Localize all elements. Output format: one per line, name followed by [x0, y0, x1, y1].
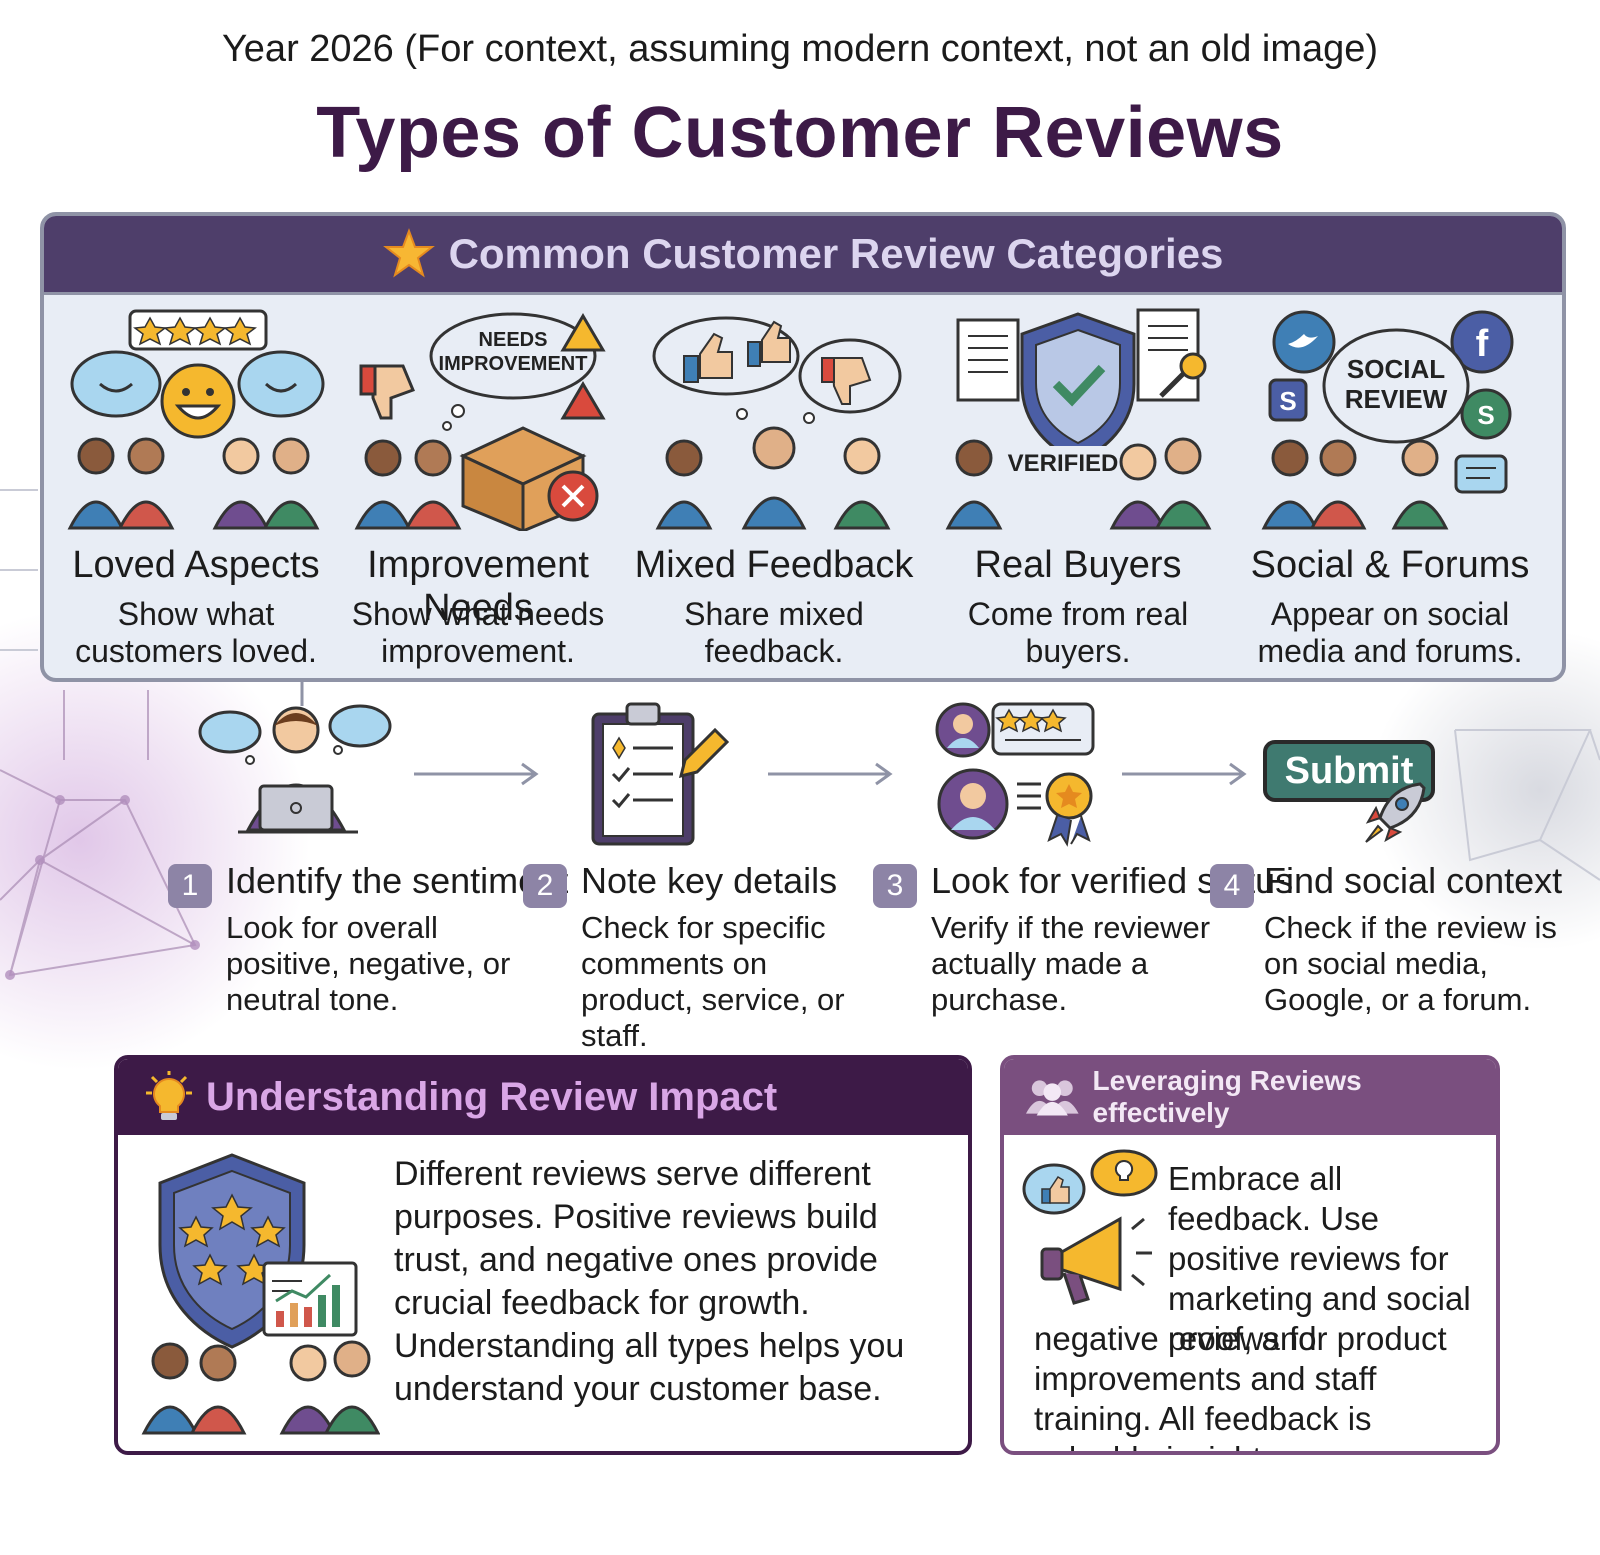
lightbulb-icon [146, 1071, 192, 1120]
category-description: Appear on social media and forums. [1257, 596, 1523, 669]
happy-customers-icon [67, 309, 325, 530]
review-impact-header: Understanding Review Impact [118, 1059, 968, 1135]
megaphone-icon [1022, 1149, 1158, 1305]
step-description: Look for overall positive, negative, or … [226, 910, 511, 1017]
step-title: Find social context [1264, 860, 1563, 901]
step-2: 2 Note key details Check for specific co… [523, 700, 873, 1053]
category-description: Show what needs improvement. [351, 596, 605, 669]
submit-button-label: Submit [1284, 750, 1414, 792]
clipboard-checklist-icon [591, 702, 729, 846]
users-group-icon [1025, 1080, 1079, 1116]
category-description: Share mixed feedback. [684, 596, 864, 669]
step-title: Look for verified status [931, 860, 1294, 901]
category-social-forums: f SOCIAL REVIEW S S Social & Forums Appe… [1240, 306, 1540, 676]
mixed-feedback-icon [652, 316, 902, 530]
category-title: Improvement Needs [367, 544, 589, 629]
category-title: Loved Aspects [72, 544, 320, 586]
step-number-badge: 3 [873, 864, 917, 908]
arrow-right-icon [414, 762, 539, 786]
review-impact-paragraph-2: Understanding all types helps you unders… [394, 1327, 905, 1408]
category-real-buyers: VERIFIED Real Buyers Come from real buye… [928, 306, 1228, 676]
needs-improvement-badge-line2: IMPROVEMENT [439, 353, 588, 375]
step-description: Verify if the reviewer actually made a p… [931, 910, 1211, 1017]
verified-badge: VERIFIED [1008, 450, 1119, 477]
step-4: Submit 4 Find social context Check if th… [1210, 700, 1580, 1030]
step-1: 1 Identify the sentiment Look for overal… [168, 700, 568, 1030]
category-description: Come from real buyers. [967, 596, 1189, 669]
review-impact-box: Understanding Review Impact Different re… [114, 1055, 972, 1455]
category-description: Show what customers loved. [75, 596, 317, 669]
leverage-reviews-paragraph-1: Embrace all feedback. Use positive revie… [1168, 1160, 1471, 1357]
category-title: Mixed Feedback [634, 544, 914, 586]
page-title: Types of Customer Reviews [316, 93, 1284, 173]
categories-panel: Common Customer Review Categories [40, 212, 1566, 682]
step-number-badge: 4 [1210, 864, 1254, 908]
review-impact-paragraph-1: Different reviews serve different purpos… [394, 1155, 878, 1322]
shield-stars-chart-icon [141, 1153, 380, 1435]
star-icon [382, 228, 435, 278]
step-number-badge: 1 [168, 864, 212, 908]
needs-improvement-badge-line1: NEEDS [479, 329, 548, 351]
leverage-reviews-header: Leveraging Reviews effectively [1004, 1059, 1496, 1135]
category-improvement-needs: NEEDS IMPROVEMENT Improvement Needs Show… [328, 306, 628, 676]
arrow-right-icon [1122, 762, 1247, 786]
step-description: Check for specific comments on product, … [581, 910, 845, 1053]
verified-reviewer-icon [935, 702, 1095, 847]
social-review-badge-line1: SOCIAL [1347, 354, 1445, 384]
person-laptop-thinking-icon [198, 704, 392, 834]
rocket-icon [1365, 782, 1426, 843]
category-mixed-feedback: Mixed Feedback Share mixed feedback. [624, 306, 924, 676]
category-loved-aspects: Loved Aspects Show what customers loved. [46, 306, 346, 676]
review-impact-title: Understanding Review Impact [206, 1074, 778, 1119]
category-title: Social & Forums [1250, 544, 1530, 586]
categories-header: Common Customer Review Categories [44, 216, 1562, 295]
skype-icon: S [1279, 386, 1296, 416]
category-title: Real Buyers [974, 544, 1182, 586]
step-number-badge: 2 [523, 864, 567, 908]
leverage-reviews-title: Leveraging Reviews effectively [1092, 1065, 1362, 1128]
leverage-reviews-box: Leveraging Reviews effectively Embrace a… [1000, 1055, 1500, 1455]
context-line: Year 2026 (For context, assuming modern … [221, 28, 1379, 70]
social-review-icon: f SOCIAL REVIEW S S [1261, 310, 1514, 530]
step-3: 3 Look for verified status Verify if the… [873, 700, 1293, 1030]
categories-header-text: Common Customer Review Categories [448, 230, 1224, 277]
skype-icon: S [1477, 400, 1494, 430]
step-title: Note key details [581, 860, 838, 901]
step-description: Check if the review is on social media, … [1264, 910, 1557, 1017]
improvement-icon: NEEDS IMPROVEMENT [354, 312, 606, 531]
facebook-icon: f [1476, 323, 1489, 365]
step-title: Identify the sentiment [226, 860, 569, 901]
leverage-reviews-paragraph-2: negative reviews for product improvement… [1034, 1320, 1447, 1451]
verified-shield-icon: VERIFIED [945, 308, 1212, 530]
arrow-right-icon [768, 762, 893, 786]
social-review-badge-line2: REVIEW [1345, 384, 1448, 414]
